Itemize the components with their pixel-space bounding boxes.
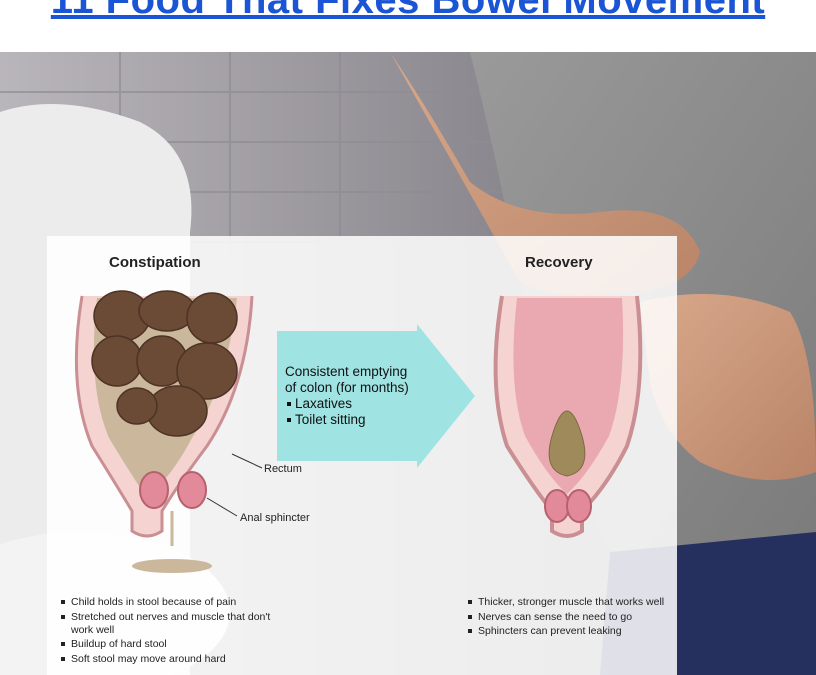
- list-item: Sphincters can prevent leaking: [468, 625, 673, 638]
- recovery-title: Recovery: [525, 254, 593, 271]
- arrow-item-toilet-sitting: Toilet sitting: [285, 412, 409, 428]
- arrow-line-1: Consistent emptying: [285, 364, 408, 379]
- colon-diagrams: [74, 290, 643, 573]
- anal-sphincter-label: Anal sphincter: [240, 512, 310, 524]
- constipation-bullets: Child holds in stool because of pain Str…: [61, 596, 281, 667]
- article-headline-link[interactable]: 11 Food That Fixes Bowel Movement: [50, 0, 766, 22]
- list-item: Stretched out nerves and muscle that don…: [61, 611, 281, 637]
- list-item: Soft stool may move around hard: [61, 653, 281, 666]
- list-item: Child holds in stool because of pain: [61, 596, 281, 609]
- arrow-caption: Consistent emptying of colon (for months…: [285, 364, 409, 428]
- arrow-line-2: of colon (for months): [285, 380, 409, 395]
- constipation-title: Constipation: [109, 254, 201, 271]
- constipation-infographic: Constipation Recovery Rectum Anal sphinc…: [47, 236, 677, 675]
- rectum-label: Rectum: [264, 463, 302, 475]
- list-item: Thicker, stronger muscle that works well: [468, 596, 673, 609]
- constipation-colon-diagram: [74, 290, 263, 573]
- recovery-colon-diagram: [493, 295, 643, 538]
- arrow-item-laxatives: Laxatives: [285, 396, 409, 412]
- list-item: Nerves can sense the need to go: [468, 611, 673, 624]
- list-item: Buildup of hard stool: [61, 638, 281, 651]
- recovery-bullets: Thicker, stronger muscle that works well…: [468, 596, 673, 640]
